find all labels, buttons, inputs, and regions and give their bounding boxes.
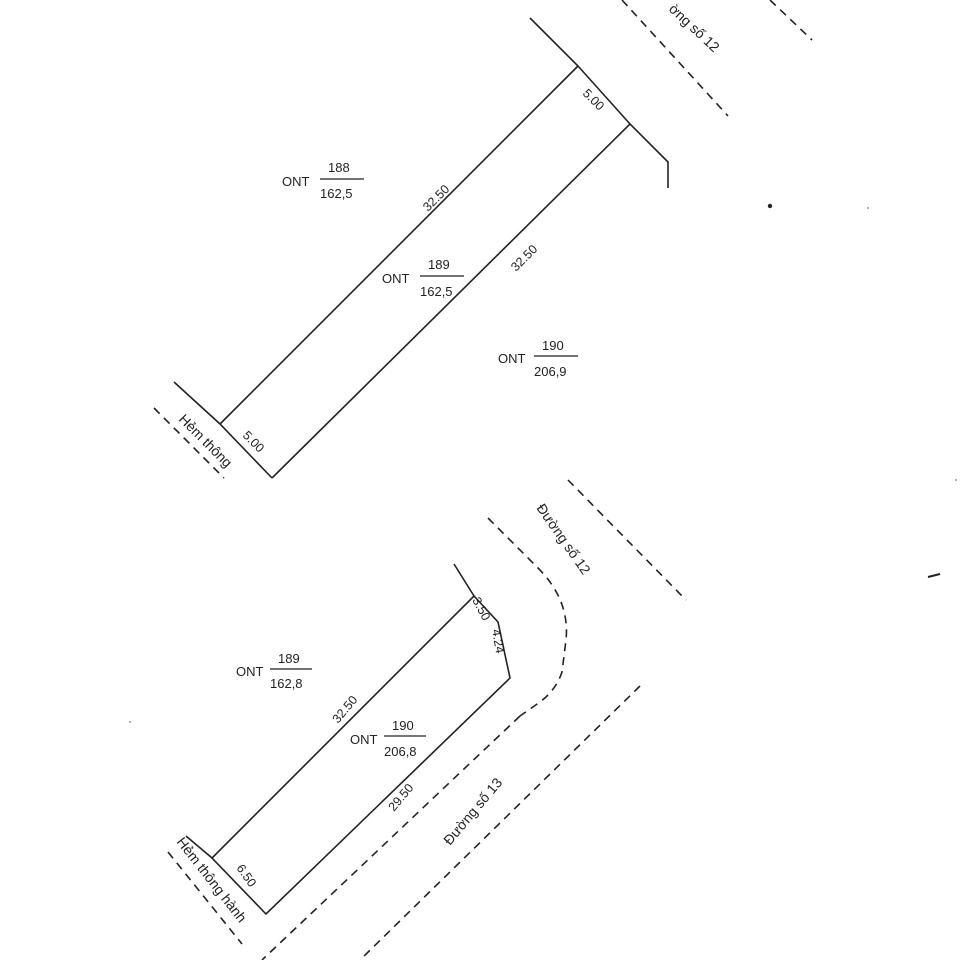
lane-label-cut: Hẻm thông (176, 411, 236, 471)
edge-corner: 4.24 (489, 628, 507, 654)
edge-front: 5.00 (580, 86, 607, 113)
parcel-189-right-side (271, 123, 631, 479)
edge-back: 6.50 (234, 862, 259, 890)
edge-back: 5.00 (240, 428, 267, 455)
lane-label: Hẻm thông hành (174, 834, 250, 925)
parcel-number: 189 (278, 651, 300, 666)
road-13-dash-inner (261, 715, 521, 960)
road-12-dash-left (621, 0, 729, 117)
lane-dash (167, 851, 243, 945)
road-12-dash-outer (567, 479, 687, 601)
parcel-190-label: ONT 190 206,9 (498, 338, 578, 379)
lower-boundary (173, 381, 273, 479)
scan-dot (867, 207, 869, 209)
parcel-number: 190 (392, 718, 414, 733)
parcel-189-left-side (219, 65, 579, 425)
parcel-area: 162,8 (270, 676, 303, 691)
road-13-dash-outer (359, 685, 641, 960)
parcel-use: ONT (382, 271, 410, 286)
road-12-label: Đường số 12 (534, 501, 594, 578)
edge-side-right: 32.50 (508, 242, 540, 274)
parcel-use: ONT (498, 351, 526, 366)
parcel-number: 190 (542, 338, 564, 353)
edge-front-top: 3.50 (469, 595, 493, 623)
parcel-area: 206,9 (534, 364, 567, 379)
parcel-use: ONT (236, 664, 264, 679)
road-13-label: Đường số 13 (440, 774, 505, 848)
parcel-use: ONT (350, 732, 378, 747)
road-12-label-cut: ờng số 12 (666, 0, 723, 55)
parcel-use: ONT (282, 174, 310, 189)
parcel-189-label: ONT 189 162,8 (236, 651, 312, 691)
parcel-area: 162,5 (420, 284, 453, 299)
parcel-190-label: ONT 190 206,8 (350, 718, 426, 759)
edge-side-right: 29.50 (386, 781, 417, 814)
parcel-number: 188 (328, 160, 350, 175)
scan-dot (955, 479, 957, 481)
edge-side-left: 32.50 (330, 693, 361, 726)
lane-dash (153, 407, 225, 479)
road-12-dash-inner-curve (487, 517, 568, 717)
parcel-188-label: ONT 188 162,5 (282, 160, 364, 201)
parcel-area: 162,5 (320, 186, 353, 201)
lane-boundary (185, 835, 213, 859)
parcel-number: 189 (428, 257, 450, 272)
parcel-190-outline (210, 594, 511, 916)
scan-mark (927, 573, 941, 578)
road-12-dash-right (769, 0, 813, 41)
top-plan: ờng số 12 Hẻm thông 5.00 5.00 32.50 32.5… (153, 0, 869, 479)
edge-side-left: 32.50 (420, 182, 452, 214)
scan-dot (129, 721, 131, 723)
scan-dot (767, 203, 773, 209)
bottom-plan: Đường số 12 Đường số 13 Hẻm thông hành 3… (129, 479, 957, 960)
parcel-189-label: ONT 189 162,5 (382, 257, 464, 299)
upper-boundary (453, 563, 475, 597)
parcel-area: 206,8 (384, 744, 417, 759)
